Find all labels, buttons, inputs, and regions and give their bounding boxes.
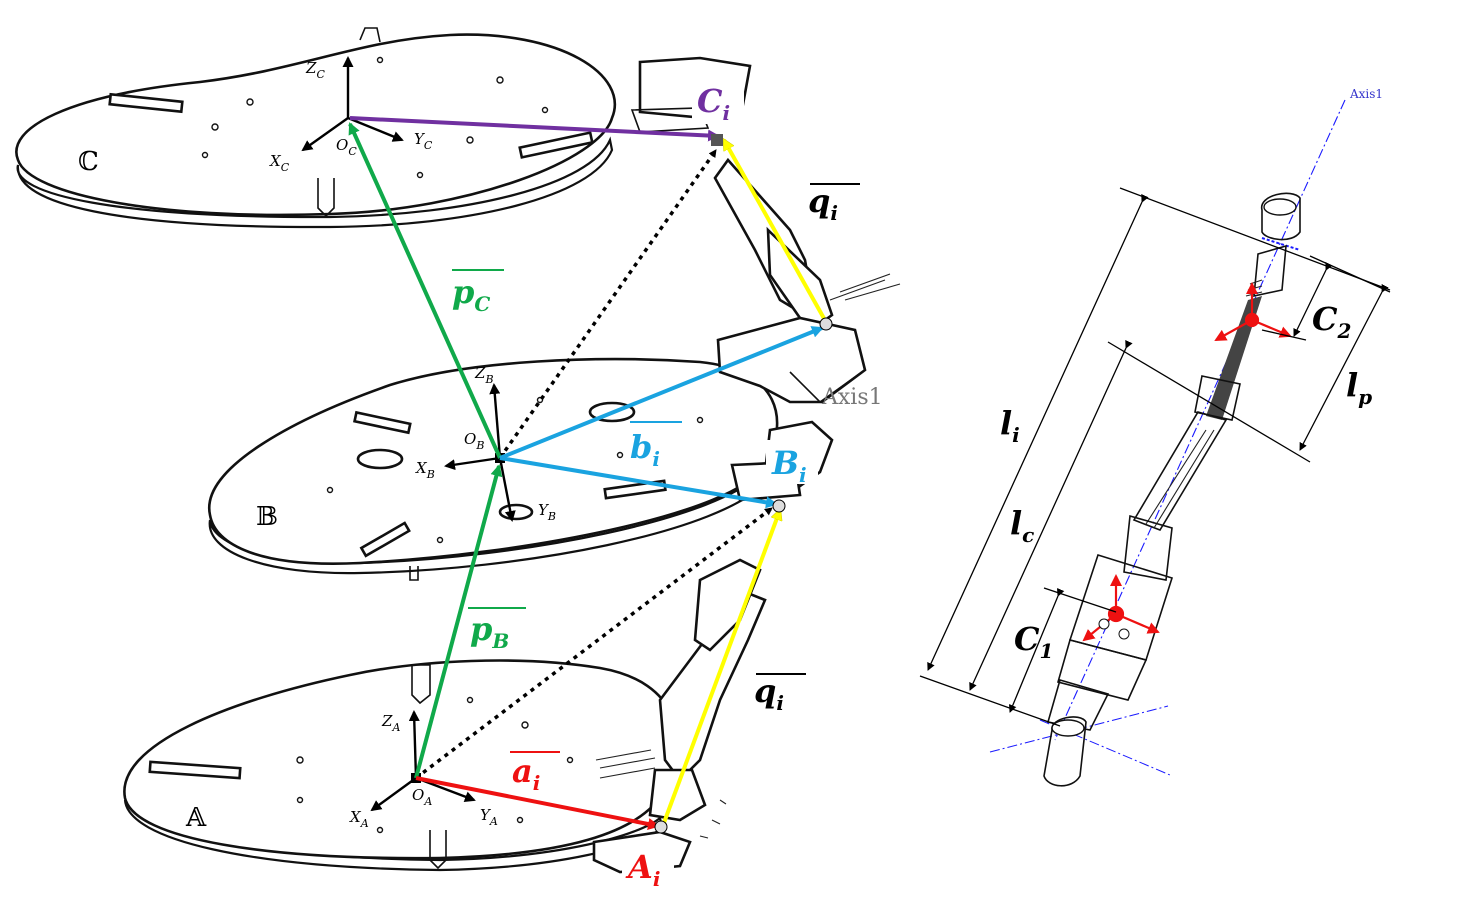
vector-bi xyxy=(499,456,778,509)
svg-text:pC: pC xyxy=(452,273,490,316)
platform-c-label: ℂ xyxy=(78,147,99,177)
platform-a-label: 𝔸 xyxy=(185,803,207,833)
label-bi-point: Bi xyxy=(766,440,818,487)
svg-text:qi: qi xyxy=(808,182,838,225)
label-pc: pC xyxy=(452,269,504,316)
frame-a-y-label: YA xyxy=(480,806,498,828)
frame-a-z-label: ZA xyxy=(381,712,400,734)
frame-b-z-label: ZB xyxy=(474,364,494,386)
svg-text:bi: bi xyxy=(630,428,660,471)
vector-qi-lower xyxy=(660,510,780,829)
frame-c-y-axis xyxy=(347,116,404,142)
platform-b: 𝔹 xyxy=(207,357,779,581)
label-pb: pB xyxy=(468,607,526,653)
dotted-vector-lower xyxy=(414,506,774,780)
label-li: li xyxy=(1000,404,1020,447)
frame-a-z-axis xyxy=(408,710,420,779)
axis-label-detail: Axis1 xyxy=(1349,87,1383,101)
svg-text:Bi: Bi xyxy=(771,444,807,487)
frame-a-origin-label: OA xyxy=(412,786,432,808)
label-qi-upper: qi xyxy=(808,182,860,225)
frame-c-x-axis xyxy=(301,117,349,152)
frame-b-y-label: YB xyxy=(538,501,556,523)
vector-qi-upper xyxy=(722,140,828,323)
label-c2: C2 xyxy=(1312,300,1351,343)
detail-frame-c2 xyxy=(1214,282,1292,341)
svg-text:ai: ai xyxy=(512,752,540,795)
actuator-detail: Axis1 xyxy=(919,87,1391,787)
joint-upper-bi xyxy=(819,317,833,331)
platform-b-label: 𝔹 xyxy=(256,502,278,532)
joint-bi xyxy=(772,499,786,513)
label-bi: bi xyxy=(630,421,682,471)
frame-b-x-label: XB xyxy=(415,459,435,481)
frame-b-origin-label: OB xyxy=(464,430,484,452)
label-ai: ai xyxy=(510,751,560,795)
dim-c2 xyxy=(1261,261,1333,341)
joint-ci xyxy=(711,134,723,146)
vector-pc xyxy=(348,122,502,459)
dim-lc xyxy=(969,339,1311,691)
detail-axis-line xyxy=(1054,99,1346,741)
label-lc: lc xyxy=(1010,504,1034,547)
svg-text:Ci: Ci xyxy=(697,82,730,125)
platform-c: ℂ xyxy=(15,27,617,229)
platform-a: 𝔸 xyxy=(123,659,679,872)
svg-text:pB: pB xyxy=(470,610,509,653)
label-ai-point: Ai xyxy=(622,846,674,891)
frame-c-x-label: XC xyxy=(269,152,290,174)
svg-text:Ai: Ai xyxy=(625,848,660,891)
label-qi-lower: qi xyxy=(754,672,806,715)
label-ci: Ci xyxy=(692,80,744,125)
frame-c-z-label: ZC xyxy=(305,59,325,81)
joint-ai xyxy=(654,820,668,834)
vector-ai xyxy=(415,776,660,830)
svg-text:qi: qi xyxy=(754,672,784,715)
vector-pb xyxy=(414,464,503,779)
label-lp: lp xyxy=(1346,366,1372,409)
frame-a-x-label: XA xyxy=(349,808,369,830)
frame-c-origin-label: OC xyxy=(336,136,357,158)
label-c1: C1 xyxy=(1014,620,1053,663)
vector-bi-upper xyxy=(499,326,824,460)
frame-b-x-axis xyxy=(444,456,501,471)
frame-a-x-axis xyxy=(370,777,417,812)
axis-label-main: Axis1 xyxy=(821,385,883,410)
vector-purple xyxy=(349,116,720,142)
frame-c-y-label: YC xyxy=(414,130,433,152)
dim-c1 xyxy=(1008,587,1117,713)
frame-c: ZC XC YC OC xyxy=(269,56,433,174)
frame-b-z-axis xyxy=(489,383,502,459)
